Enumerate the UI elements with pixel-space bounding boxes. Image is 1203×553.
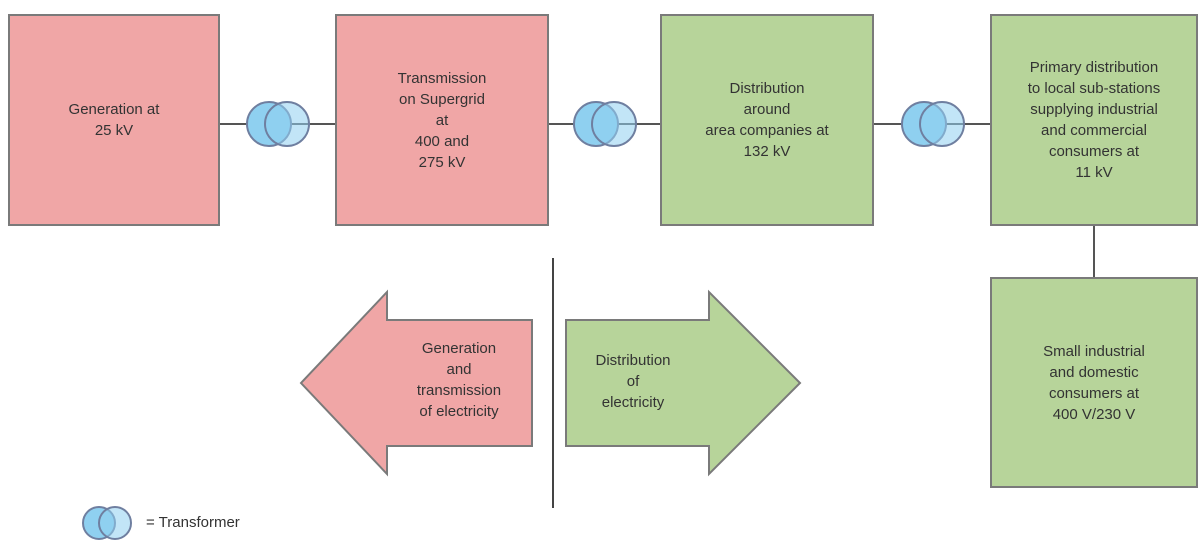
distribution-label: Distribution around area companies at 13… <box>705 80 829 160</box>
right-arrow-label: Distribution of electricity <box>595 352 671 411</box>
transformer-icon <box>246 101 310 147</box>
connector-line <box>1093 226 1095 277</box>
divider-line <box>552 258 554 508</box>
transformer-icon <box>901 101 965 147</box>
legend-transformer-icon <box>82 506 132 540</box>
small-consumers-label: Small industrial and domestic consumers … <box>1043 342 1145 423</box>
primary-distribution-label: Primary distribution to local sub-statio… <box>1027 59 1161 181</box>
left-arrow-label: Generation and transmission of electrici… <box>416 340 502 420</box>
transmission-label: Transmission on Supergrid at 400 and 275… <box>397 69 487 171</box>
transformer-icon <box>573 101 637 147</box>
primary-distribution-box: Primary distribution to local sub-statio… <box>990 14 1198 226</box>
generation-box: Generation at 25 kV <box>8 14 220 226</box>
generation-label: Generation at 25 kV <box>68 101 160 139</box>
right-arrow-shape <box>565 289 802 477</box>
legend-label: = Transformer <box>146 514 240 531</box>
distribution-box: Distribution around area companies at 13… <box>660 14 874 226</box>
small-consumers-box: Small industrial and domestic consumers … <box>990 277 1198 488</box>
left-arrow-shape <box>299 289 533 477</box>
transmission-box: Transmission on Supergrid at 400 and 275… <box>335 14 549 226</box>
